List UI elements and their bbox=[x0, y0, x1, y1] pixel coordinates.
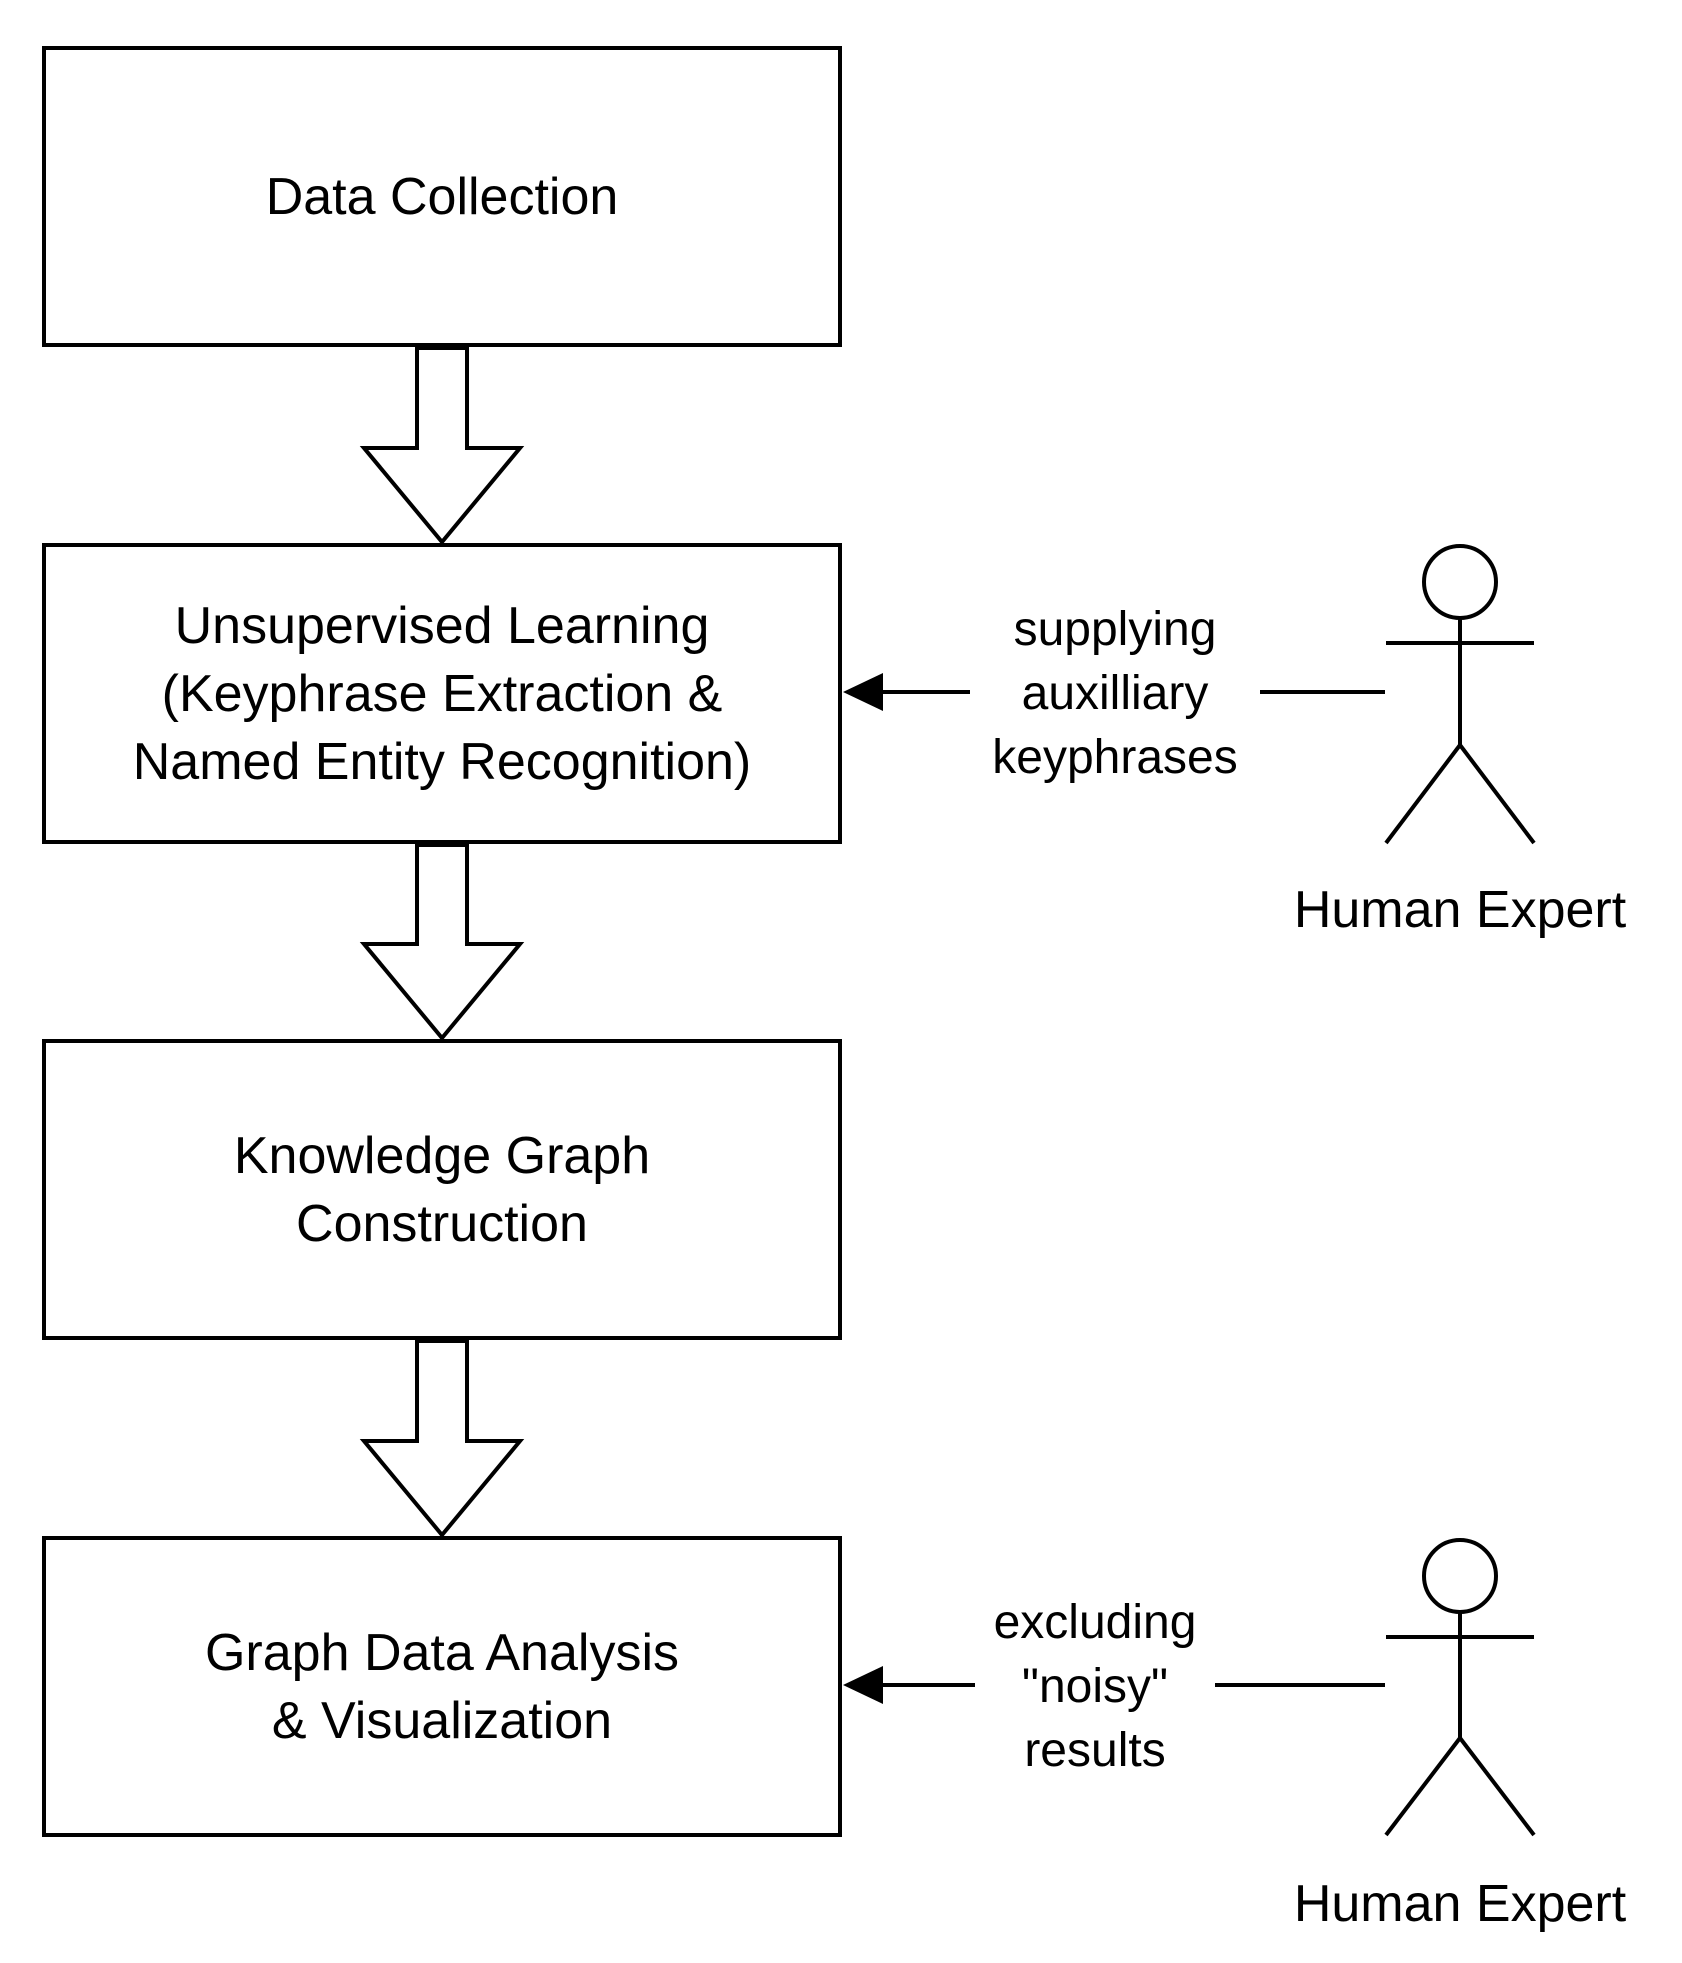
edge-label-excluding: excluding "noisy" results bbox=[975, 1591, 1215, 1783]
step-label-line: & Visualization bbox=[271, 1691, 613, 1750]
flow-arrow-3 bbox=[359, 1339, 525, 1539]
step-label-line: Data Collection bbox=[265, 167, 619, 226]
flow-arrow-1 bbox=[359, 346, 525, 546]
edge-label-line: supplying bbox=[1013, 603, 1217, 656]
edge-label-line: excluding bbox=[993, 1596, 1197, 1649]
step-box-graph-analysis bbox=[42, 1536, 842, 1837]
actor-name: Human Expert bbox=[1293, 881, 1627, 939]
step-label-line: Named Entity Recognition) bbox=[132, 732, 752, 791]
edge-label-supplying: supplying auxilliary keyphrases bbox=[970, 598, 1260, 790]
edge-label-line: results bbox=[1024, 1724, 1166, 1777]
arrowhead-1 bbox=[843, 673, 883, 711]
step-label-line: Unsupervised Learning bbox=[174, 596, 710, 655]
step-label-unsupervised-learning: Unsupervised Learning (Keyphrase Extract… bbox=[44, 545, 840, 842]
step-label-line: Graph Data Analysis bbox=[204, 1623, 680, 1682]
step-label-graph-analysis: Graph Data Analysis & Visualization bbox=[44, 1538, 840, 1835]
edge-label-line: "noisy" bbox=[1021, 1660, 1169, 1713]
step-box-unsupervised-learning bbox=[42, 543, 842, 844]
flow-arrow-2 bbox=[359, 843, 525, 1042]
step-label-line: Knowledge Graph bbox=[233, 1126, 651, 1185]
step-label-line: Construction bbox=[296, 1194, 588, 1253]
edge-label-line: keyphrases bbox=[992, 731, 1238, 784]
edge-label-line: auxilliary bbox=[1021, 667, 1209, 720]
human-expert-icon bbox=[1384, 1538, 1536, 1837]
arrowhead-2 bbox=[843, 1666, 883, 1704]
step-label-line: (Keyphrase Extraction & bbox=[161, 664, 723, 723]
step-box-data-collection bbox=[42, 46, 842, 347]
actor-name: Human Expert bbox=[1293, 1875, 1627, 1933]
step-label-knowledge-graph: Knowledge Graph Construction bbox=[44, 1041, 840, 1338]
step-label-data-collection: Data Collection bbox=[44, 48, 840, 345]
human-expert-icon bbox=[1384, 544, 1536, 845]
